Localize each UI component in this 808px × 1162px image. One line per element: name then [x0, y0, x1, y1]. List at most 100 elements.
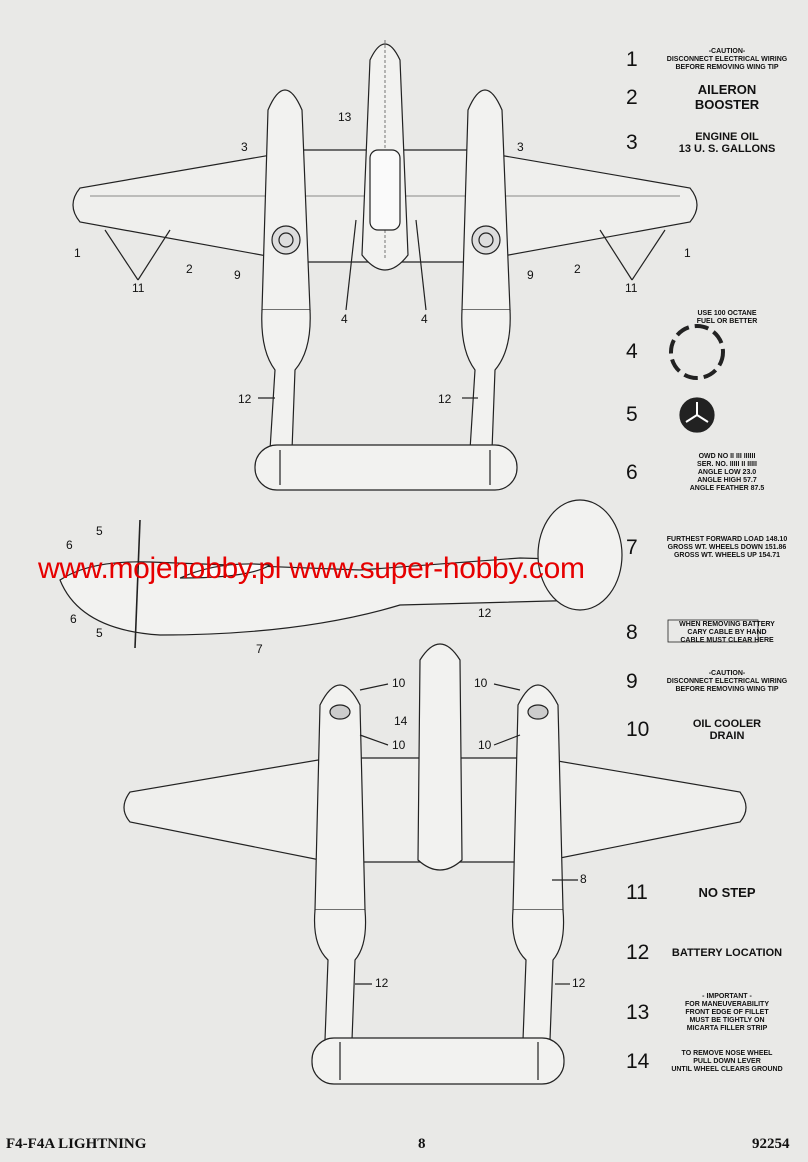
legend-line: ANGLE FEATHER 87.5: [689, 485, 765, 493]
callout-5: 5: [96, 626, 103, 640]
callout-1: 1: [74, 246, 81, 260]
legend-line: BEFORE REMOVING WING TIP: [675, 64, 779, 72]
legend-line: MUST BE TIGHTLY ON: [689, 1017, 765, 1025]
legend-line: UNTIL WHEEL CLEARS GROUND: [671, 1066, 783, 1074]
callout-3: 3: [241, 140, 248, 154]
legend-number-2: 2: [626, 86, 638, 109]
legend-number-5: 5: [626, 403, 638, 426]
legend-number-11: 11: [626, 881, 648, 904]
callout-7: 7: [256, 642, 263, 656]
callout-2: 2: [186, 262, 193, 276]
legend-line: FRONT EDGE OF FILLET: [685, 1009, 769, 1017]
watermark-text: www.mojehobby.pl www.super-hobby.com: [38, 552, 585, 585]
footer-title: F4-F4A LIGHTNING: [6, 1136, 147, 1152]
page-number: 8: [418, 1136, 426, 1152]
legend-number-4: 4: [626, 340, 638, 363]
callout-10: 10: [392, 738, 406, 752]
legend-line: 13 U. S. GALLONS: [678, 143, 776, 156]
legend-line: PULL DOWN LEVER: [693, 1058, 761, 1066]
callout-12: 12: [572, 976, 586, 990]
callout-6: 6: [66, 538, 73, 552]
legend-line: NO STEP: [698, 884, 756, 900]
callout-4: 4: [341, 312, 348, 326]
callout-10: 10: [392, 676, 406, 690]
battery-cable-decal-icon: [667, 619, 759, 643]
legend-number-14: 14: [626, 1050, 650, 1073]
legend-line: CARY CABLE BY HAND: [687, 629, 767, 637]
legend-line: DISCONNECT ELECTRICAL WIRING: [666, 678, 788, 686]
legend-line: MICARTA FILLER STRIP: [686, 1025, 768, 1033]
legend-line: BEFORE REMOVING WING TIP: [675, 686, 779, 694]
callout-8: 8: [580, 872, 587, 886]
fuel-ring-decal-icon: [669, 324, 725, 380]
legend-line: TO REMOVE NOSE WHEEL: [681, 1050, 773, 1057]
legend-line: -CAUTION-: [708, 48, 746, 55]
legend-line: GROSS WT. WHEELS UP 154.71: [673, 552, 781, 560]
legend-line: FUEL OR BETTER: [696, 318, 758, 326]
legend-number-6: 6: [626, 461, 638, 484]
callout-11: 11: [132, 281, 145, 295]
callout-1: 1: [684, 246, 691, 260]
callout-5: 5: [96, 524, 103, 538]
legend-line: - IMPORTANT -: [702, 993, 752, 1000]
callout-14: 14: [394, 714, 408, 728]
callout-12: 12: [478, 606, 492, 620]
propeller-hub-decal-icon: [679, 397, 715, 433]
legend-line: OIL COOLER: [692, 717, 762, 730]
legend-number-1: 1: [626, 48, 638, 71]
legend-number-10: 10: [626, 718, 650, 741]
callout-2: 2: [574, 262, 581, 276]
product-code: 92254: [752, 1136, 790, 1152]
legend-text-12: BATTERY LOCATION: [652, 947, 802, 960]
legend-line: BOOSTER: [694, 96, 760, 112]
callout-12: 12: [238, 392, 252, 406]
legend-line: ANGLE HIGH 57.7: [697, 477, 757, 485]
callout-10: 10: [478, 738, 492, 752]
legend-number-8: 8: [626, 621, 638, 644]
legend-line: USE 100 OCTANE: [697, 310, 757, 317]
bottom-view-drawing: [123, 643, 747, 1085]
legend-line: DRAIN: [709, 730, 745, 743]
legend-line: FURTHEST FORWARD LOAD 148.10: [666, 536, 788, 543]
callout-6: 6: [70, 612, 77, 626]
callout-3: 3: [517, 140, 524, 154]
callout-4: 4: [421, 312, 428, 326]
legend-number-13: 13: [626, 1001, 650, 1024]
legend-line: FOR MANEUVERABILITY: [685, 1001, 769, 1009]
legend-line: SER. NO. IIIII II IIIII: [697, 461, 757, 469]
callout-10: 10: [474, 676, 488, 690]
legend-number-7: 7: [626, 536, 638, 559]
legend-line: GROSS WT. WHEELS DOWN 151.86: [667, 544, 787, 552]
side-view-drawing: [59, 499, 623, 649]
legend-line: WHEN REMOVING BATTERY: [679, 621, 775, 628]
callout-9: 9: [234, 268, 241, 282]
legend-number-3: 3: [626, 131, 638, 154]
legend-line: ENGINE OIL: [695, 130, 759, 143]
callout-11: 11: [625, 281, 638, 295]
callout-9: 9: [527, 268, 534, 282]
top-view-drawing: [72, 40, 698, 491]
legend-line: -CAUTION-: [708, 670, 746, 677]
legend-line: AILERON: [697, 82, 757, 97]
legend-line: DISCONNECT ELECTRICAL WIRING: [666, 56, 788, 64]
legend-number-12: 12: [626, 941, 650, 964]
callout-13: 13: [338, 110, 352, 124]
callout-12: 12: [438, 392, 452, 406]
legend-line: BATTERY LOCATION: [671, 946, 783, 959]
legend-line: OWD NO II III IIIIII: [698, 453, 756, 460]
legend-text-11: NO STEP: [652, 884, 802, 901]
